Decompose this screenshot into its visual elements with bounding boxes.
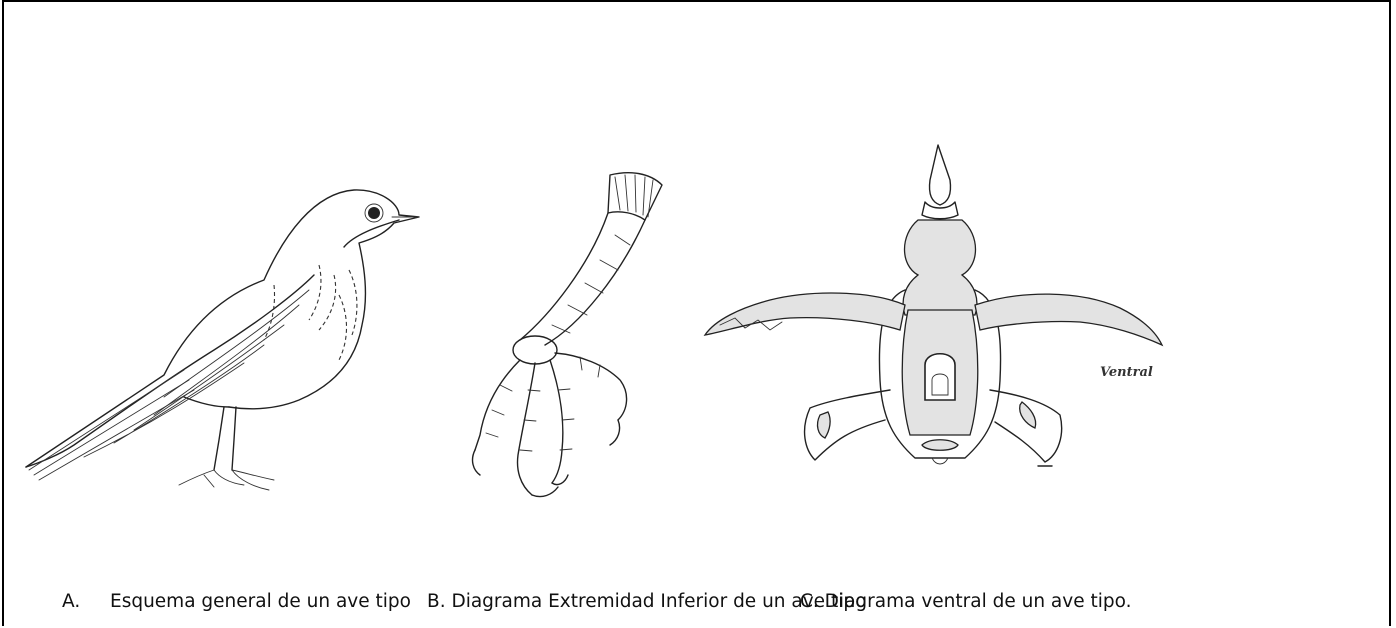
caption-c-text: C. Diagrama ventral de un ave tipo. bbox=[800, 591, 1132, 612]
ventral-label: Ventral bbox=[1100, 365, 1153, 380]
bird-sketch-icon bbox=[14, 175, 434, 500]
caption-row: A. Esquema general de un ave tipo B. Dia… bbox=[0, 591, 1396, 621]
bird-sketch-figure bbox=[14, 175, 434, 500]
caption-a-letter: A. bbox=[62, 591, 80, 612]
ventral-diagram-icon: Ventral bbox=[700, 140, 1190, 485]
bird-foot-figure bbox=[440, 165, 675, 510]
caption-a-text: Esquema general de un ave tipo bbox=[110, 591, 411, 612]
bird-foot-icon bbox=[440, 165, 675, 510]
ventral-diagram-figure: Ventral bbox=[700, 140, 1190, 485]
